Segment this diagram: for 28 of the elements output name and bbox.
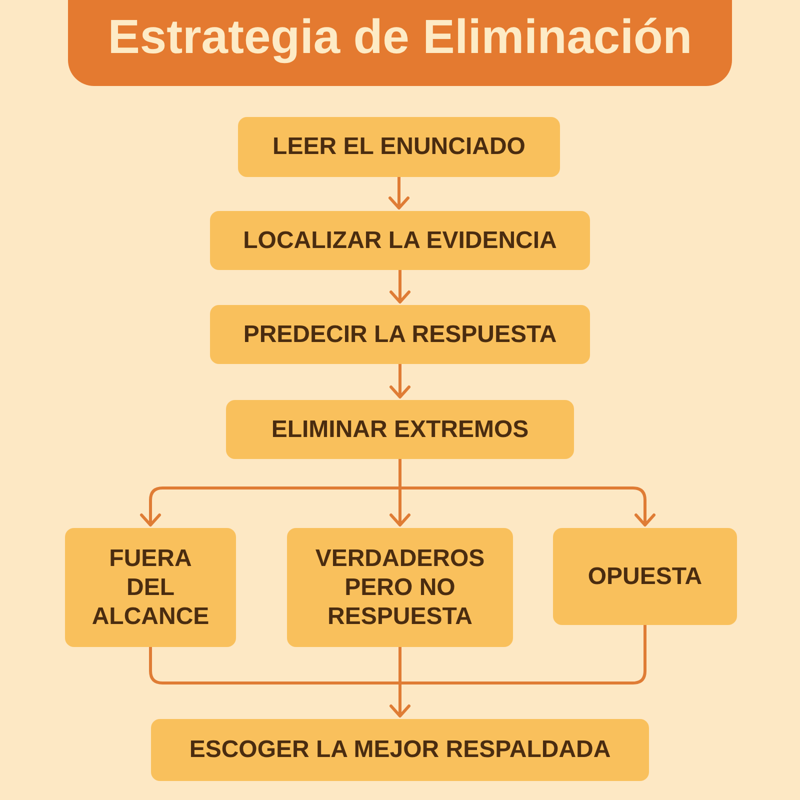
step-label: PREDECIR LA RESPUESTA	[243, 320, 557, 350]
connector-line	[149, 647, 400, 684]
connector-line	[400, 625, 646, 684]
step-label: ESCOGER LA MEJOR RESPALDADA	[189, 735, 611, 765]
arrow	[390, 488, 410, 526]
process-box	[151, 719, 649, 781]
arrow	[398, 486, 656, 526]
connector-line	[398, 459, 402, 488]
arrow	[140, 486, 402, 526]
title-banner: Estrategia de Eliminación	[68, 0, 732, 86]
process-box	[65, 528, 236, 647]
arrow	[390, 270, 410, 304]
arrow	[388, 177, 410, 210]
step-label: OPUESTA	[588, 562, 702, 592]
process-box	[553, 528, 737, 625]
step-label: LOCALIZAR LA EVIDENCIA	[243, 226, 557, 256]
process-box	[287, 528, 513, 647]
step-label: FUERA DEL ALCANCE	[90, 544, 210, 632]
process-box	[210, 305, 590, 364]
process-box	[238, 117, 560, 177]
arrow	[390, 683, 410, 718]
process-box	[210, 211, 590, 270]
step-label: VERDADEROS PERO NO RESPUESTA	[314, 544, 486, 632]
arrow	[390, 364, 410, 398]
step-label: LEER EL ENUNCIADO	[272, 132, 526, 162]
connector-line	[398, 647, 402, 683]
process-box	[226, 400, 574, 459]
step-label: ELIMINAR EXTREMOS	[271, 414, 529, 444]
